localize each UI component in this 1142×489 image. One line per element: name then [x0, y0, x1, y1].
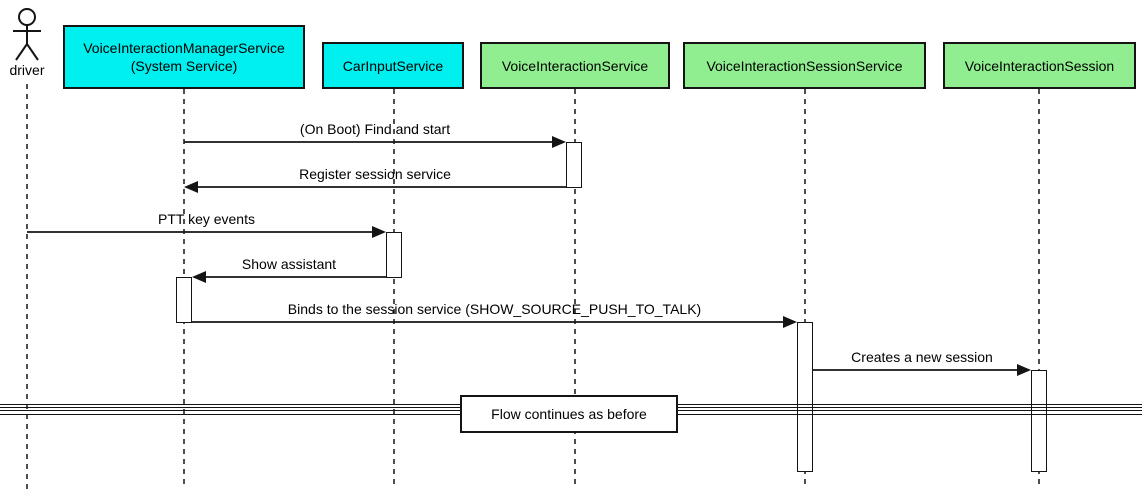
- activation-bar-voiceinteractionmanagerservice: [176, 277, 192, 323]
- message-arrow-register-session-service: [184, 181, 566, 193]
- activation-bar-voiceinteractionsession: [1031, 370, 1047, 472]
- arrowhead-icon: [552, 136, 566, 148]
- arrowhead-icon: [372, 226, 386, 238]
- message-label-register-session-service: Register session service: [299, 166, 451, 182]
- activation-bar-voiceinteractionservice: [566, 142, 582, 188]
- participant-label: CarInputService: [342, 57, 444, 74]
- message-arrow-ptt-key-events: [27, 226, 386, 238]
- activation-bar-carinputservice: [386, 232, 402, 278]
- arrowhead-icon: [192, 271, 206, 283]
- participant-label: VoiceInteractionService: [501, 57, 649, 74]
- participant-label: VoiceInteractionSession: [964, 57, 1115, 74]
- participant-box-voiceinteractionsessionservice: VoiceInteractionSessionService: [683, 42, 926, 89]
- message-arrow-on-boot-find-and-start: [184, 136, 566, 148]
- participant-label: VoiceInteractionManagerService: [83, 40, 285, 56]
- message-label-ptt-key-events: PTT key events: [157, 211, 255, 227]
- message-arrow-show-assistant: [192, 271, 386, 283]
- arrowhead-icon: [1017, 364, 1031, 376]
- message-label-show-assistant: Show assistant: [241, 256, 337, 272]
- message-arrow-creates-a-new-session: [813, 364, 1031, 376]
- arrowhead-icon: [184, 181, 198, 193]
- participant-label: VoiceInteractionSessionService: [706, 57, 903, 74]
- activation-bar-voiceinteractionsessionservice: [797, 322, 813, 472]
- message-label-on-boot-find-and-start: (On Boot) Find and start: [299, 121, 451, 137]
- arrowhead-icon: [783, 316, 797, 328]
- actor-label-driver: driver: [9, 62, 45, 78]
- participant-sublabel: (System Service): [130, 58, 238, 74]
- participant-box-voiceinteractionmanagerservice: VoiceInteractionManagerService (System S…: [63, 25, 305, 89]
- message-arrow-binds-to-session-service: [192, 316, 797, 328]
- message-label-creates-a-new-session: Creates a new session: [851, 349, 993, 365]
- message-label-binds-to-session-service: Binds to the session service (SHOW_SOURC…: [287, 301, 702, 317]
- divider-label: Flow continues as before: [491, 406, 647, 422]
- actor-icon: [13, 8, 41, 61]
- participant-box-voiceinteractionservice: VoiceInteractionService: [480, 42, 670, 89]
- participant-box-voiceinteractionsession: VoiceInteractionSession: [943, 42, 1136, 89]
- divider-box: Flow continues as before: [460, 395, 678, 433]
- participant-box-carinputservice: CarInputService: [322, 42, 464, 89]
